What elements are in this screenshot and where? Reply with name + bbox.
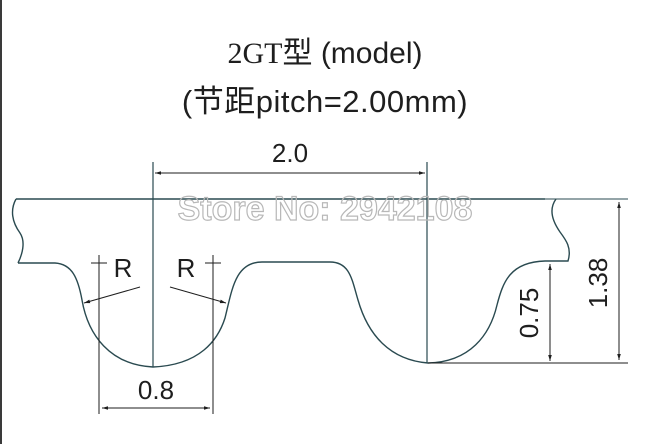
left-border	[0, 0, 2, 444]
tooth-depth-value: 0.75	[514, 288, 544, 339]
model-label: (model)	[312, 37, 423, 70]
store-watermark: Store No: 2942108	[178, 190, 473, 228]
pitch-value: 2.0	[272, 138, 308, 168]
radius-leader-left	[83, 286, 141, 304]
radius-leader-right	[169, 286, 227, 304]
radius-label-right: R	[177, 253, 196, 283]
tooth-width-value: 0.8	[138, 375, 174, 405]
model-name: 2GT型	[227, 37, 313, 70]
title-model: 2GT型 (model)	[0, 28, 650, 72]
left-break-edge	[11, 198, 24, 264]
belt-height-value: 1.38	[583, 258, 613, 309]
tooth-profile	[18, 198, 570, 368]
radius-label-left: R	[114, 253, 133, 283]
title-pitch: (节距pitch=2.00mm)	[181, 84, 469, 119]
